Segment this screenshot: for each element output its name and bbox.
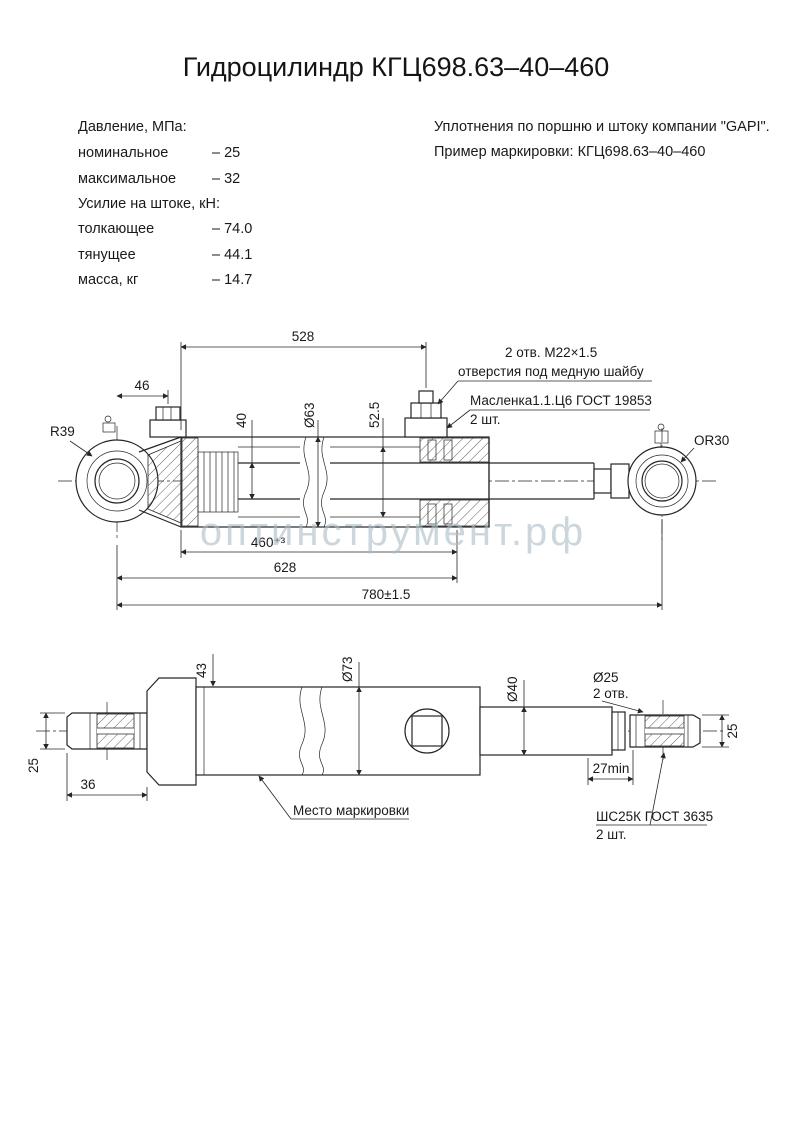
right-rod-eye	[627, 423, 697, 516]
spec-pull-label: тянущее	[78, 247, 136, 263]
lower-view-dimensions: 43 Ø73 Ø40 Ø25 2 отв. 25 25 36 27min	[26, 654, 740, 842]
spec-nominal-label: номинальное	[78, 145, 168, 161]
dim-628-label: 628	[274, 560, 297, 575]
note-m22-holes-line1: 2 отв. М22×1.5	[505, 345, 597, 360]
dim-52-5-label: 52.5	[367, 402, 382, 428]
left-clevis-plate	[146, 677, 197, 786]
dim-d25-qty-label: 2 отв.	[593, 686, 629, 701]
dim-27min-label: 27min	[593, 761, 630, 776]
marking-place-label: Место маркировки	[293, 803, 409, 818]
bearing-note-line2: 2 шт.	[596, 827, 627, 842]
cylinder-barrel	[180, 436, 490, 528]
note-marking-example: Пример маркировки: КГЦ698.63–40–460	[434, 144, 705, 160]
dim-r39-label: R39	[50, 424, 75, 439]
rod-top-view	[479, 706, 613, 756]
grease-nipple-left-icon	[102, 415, 116, 433]
dim-d25-label: Ø25	[593, 670, 619, 685]
dim-43-label: 43	[194, 663, 209, 678]
dim-d73-label: Ø73	[340, 656, 355, 682]
note-seals: Уплотнения по поршню и штоку компании "G…	[434, 119, 770, 135]
spec-push-label: толкающее	[78, 221, 154, 237]
spec-nominal-value: – 25	[212, 145, 240, 161]
dim-780-label: 780±1.5	[362, 587, 411, 602]
grease-nipple-right-icon	[654, 423, 669, 448]
lower-view-drawing	[36, 677, 726, 786]
left-port-boss	[149, 406, 187, 438]
dim-or30-label: OR30	[694, 433, 729, 448]
dim-528-label: 528	[292, 329, 315, 344]
dim-40-label: 40	[234, 413, 249, 428]
spec-block: Давление, МПа: номинальное – 25 максимал…	[78, 119, 252, 288]
bearing-note-line1: ШС25К ГОСТ 3635	[596, 809, 713, 824]
page-title: Гидроцилиндр КГЦ698.63–40–460	[183, 52, 610, 82]
note-grease-line1: Масленка1.1.Ц6 ГОСТ 19853	[470, 393, 652, 408]
dim-25-left-label: 25	[26, 758, 41, 773]
note-m22-holes-line2: отверстия под медную шайбу	[458, 364, 644, 379]
note-grease-line2: 2 шт.	[470, 412, 501, 427]
spec-mass-label: масса, кг	[78, 272, 138, 288]
rod-end-step	[611, 711, 626, 751]
barrel-top-view	[195, 686, 481, 776]
upper-view-drawing	[58, 390, 716, 540]
dim-36-label: 36	[80, 777, 95, 792]
watermark: оптинструмент.рф	[200, 510, 586, 554]
dim-d63-label: Ø63	[302, 402, 317, 428]
dim-460-label: 460⁺³	[251, 535, 286, 550]
dim-25-right-label: 25	[725, 723, 740, 738]
left-pin	[66, 712, 148, 750]
spec-pull-value: – 44.1	[212, 247, 252, 263]
spec-force-header: Усилие на штоке, кН:	[78, 196, 220, 212]
spec-push-value: – 74.0	[212, 221, 252, 237]
right-port-boss	[404, 390, 448, 438]
spec-max-label: максимальное	[78, 171, 176, 187]
dim-d40-label: Ø40	[505, 676, 520, 702]
spec-mass-value: – 14.7	[212, 272, 252, 288]
notes-block: Уплотнения по поршню и штоку компании "G…	[434, 119, 770, 160]
piston-rod	[489, 462, 630, 500]
spec-max-value: – 32	[212, 171, 240, 187]
spec-pressure-header: Давление, МПа:	[78, 119, 187, 135]
right-pin	[629, 714, 701, 748]
dim-46-label: 46	[134, 378, 149, 393]
upper-view-dimensions: 528 2 отв. М22×1.5 отверстия под медную …	[50, 329, 729, 610]
